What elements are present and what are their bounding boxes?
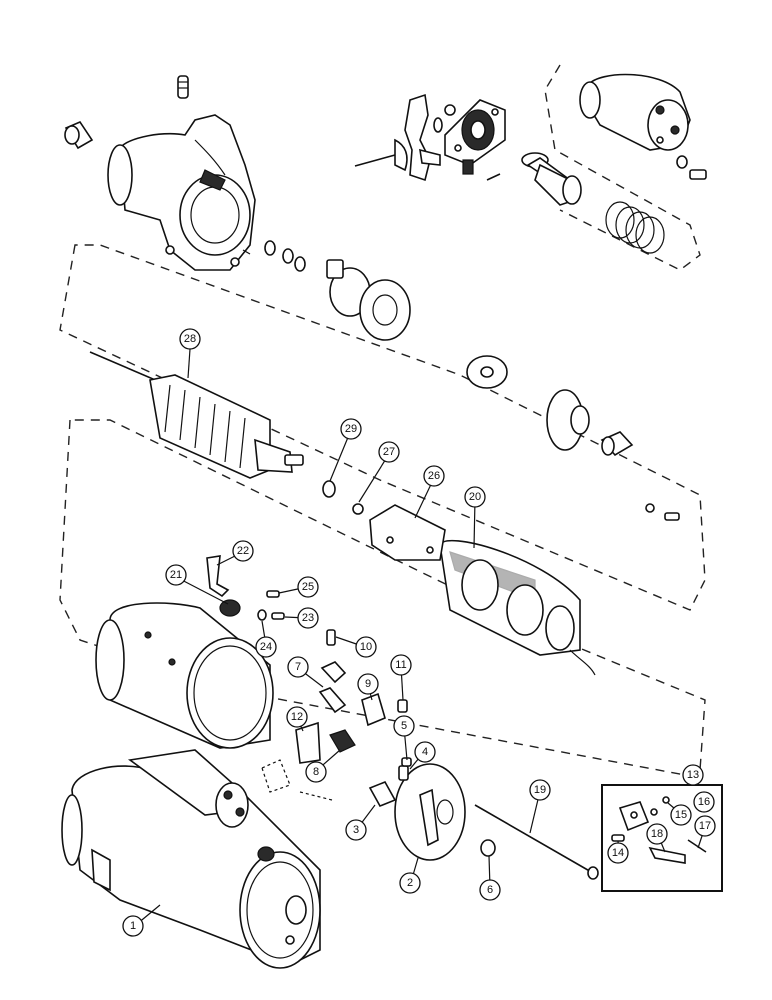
callout-label-7: 7 [295,661,301,673]
callout-label-14: 14 [612,847,624,859]
callout-label-26: 26 [428,470,440,482]
callout-label-5: 5 [401,720,407,732]
callout-19: 19 [529,779,551,801]
callout-26: 26 [423,465,445,487]
callout-27: 27 [378,441,400,463]
commutator-end-frame [394,763,466,861]
callout-label-29: 29 [345,423,357,435]
lever-housing-plate [444,99,506,181]
small-screws-center [257,590,336,646]
plunger-return-spring [605,201,665,254]
callout-label-15: 15 [675,809,687,821]
callout-16: 16 [693,791,715,813]
callout-label-1: 1 [130,920,136,932]
callout-5: 5 [393,715,415,737]
pole-shoe [369,504,446,561]
bushing-center [368,780,397,808]
callout-label-24: 24 [260,641,272,653]
solenoid-plunger [521,152,582,206]
through-bolt [474,804,599,880]
callout-17: 17 [694,815,716,837]
ghost-parts [261,759,333,801]
callout-label-10: 10 [360,641,372,653]
callout-label-27: 27 [383,446,395,458]
drive-end-housing [107,114,256,271]
callout-label-17: 17 [699,820,711,832]
inset-box [601,784,723,892]
callout-1: 1 [122,915,144,937]
dashed-outline-solenoid-group [544,64,701,271]
brush-lead-clip [206,555,230,598]
armature [89,351,304,479]
callout-label-16: 16 [698,796,710,808]
callout-label-6: 6 [487,884,493,896]
callout-18: 18 [646,823,668,845]
callout-2: 2 [399,872,421,894]
field-coils [439,539,596,676]
commutator-end-bushing [600,431,634,457]
commutator-end-cap [546,389,590,451]
callout-21: 21 [165,564,187,586]
plug-small [480,839,496,857]
callout-3: 3 [345,819,367,841]
callout-label-19: 19 [534,784,546,796]
callout-label-18: 18 [651,828,663,840]
drive-washers [242,240,306,272]
callout-7: 7 [287,656,309,678]
small-nut-bolt-right [645,503,680,521]
drive-pinion-clutch [326,259,411,341]
assembled-starter-motor [61,749,321,969]
callout-8: 8 [305,761,327,783]
callout-label-23: 23 [302,612,314,624]
callout-label-13: 13 [687,769,699,781]
callout-20: 20 [464,486,486,508]
large-washer [466,355,508,389]
callout-label-28: 28 [184,333,196,345]
callout-24: 24 [255,636,277,658]
callout-label-22: 22 [237,545,249,557]
callout-label-9: 9 [365,678,371,690]
field-frame [95,602,274,749]
callout-25: 25 [297,576,319,598]
bushing-top [64,121,94,150]
callout-label-3: 3 [353,824,359,836]
callout-14: 14 [607,842,629,864]
pole-shoe-screw [352,503,364,515]
shift-lever-assembly [354,93,456,182]
callout-label-12: 12 [291,711,303,723]
solenoid-switch [579,73,691,151]
callout-label-8: 8 [313,766,319,778]
callout-label-20: 20 [469,491,481,503]
callout-9: 9 [357,673,379,695]
dashed-outline-frame-group [59,419,706,776]
callout-15: 15 [670,804,692,826]
armature-thrust-washer [322,480,336,498]
callout-23: 23 [297,607,319,629]
field-frame-plug [219,599,241,617]
brush-holder-parts [295,661,408,764]
set-screw-top [177,75,189,99]
callout-13: 13 [682,764,704,786]
callout-label-21: 21 [170,569,182,581]
callout-6: 6 [479,879,501,901]
callout-label-25: 25 [302,581,314,593]
callout-label-11: 11 [395,659,406,671]
solenoid-screws [676,155,707,180]
callout-22: 22 [232,540,254,562]
callout-28: 28 [179,328,201,350]
callout-4: 4 [414,741,436,763]
callout-11: 11 [390,654,412,676]
callout-label-4: 4 [422,746,428,758]
callout-10: 10 [355,636,377,658]
callout-12: 12 [286,706,308,728]
callout-29: 29 [340,418,362,440]
callout-label-2: 2 [407,877,413,889]
